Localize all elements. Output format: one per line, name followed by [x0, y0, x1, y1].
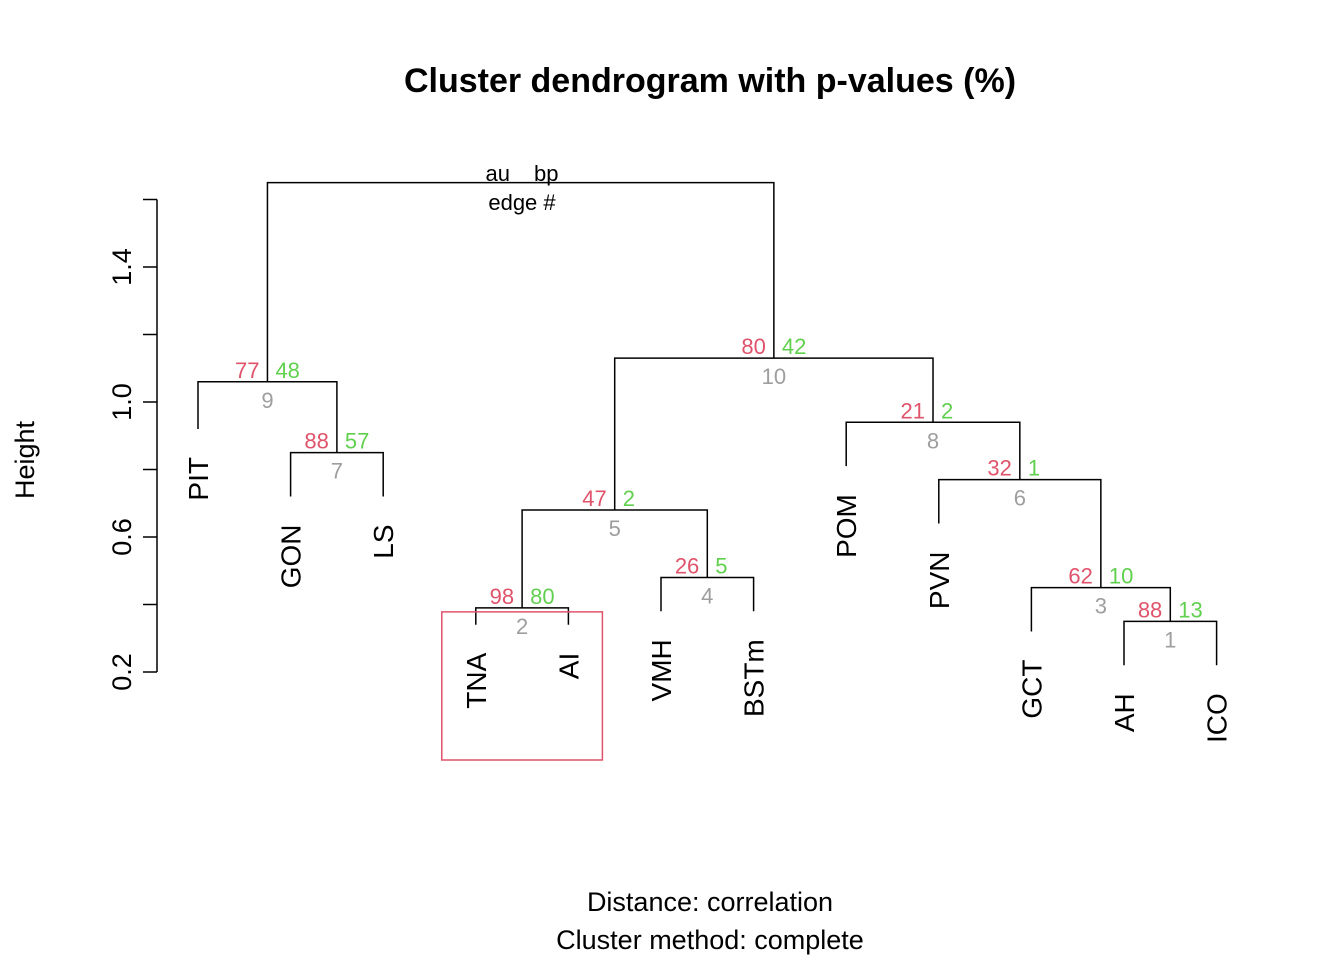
- leaf-label: LS: [368, 525, 399, 559]
- au-value: 88: [304, 429, 328, 454]
- bp-value: 2: [623, 486, 635, 511]
- au-value: 47: [582, 486, 606, 511]
- leaf-label: AI: [553, 653, 584, 679]
- au-value: 77: [235, 358, 259, 383]
- leaf-label: BSTm: [739, 639, 770, 717]
- y-tick-label: 1.4: [107, 248, 137, 286]
- au-value: 32: [987, 456, 1011, 481]
- y-axis-label: Height: [10, 420, 40, 499]
- edge-number: 1: [1164, 627, 1176, 652]
- bp-value: 1: [1028, 456, 1040, 481]
- edge-number: 4: [701, 584, 713, 609]
- y-tick-label: 1.0: [107, 383, 137, 421]
- au-value: 62: [1068, 564, 1092, 589]
- chart-title: Cluster dendrogram with p-values (%): [404, 62, 1016, 100]
- au-value: 98: [490, 584, 514, 609]
- edge-number: 10: [762, 364, 786, 389]
- bp-value: 48: [275, 358, 299, 383]
- leaf-label: VMH: [646, 639, 677, 701]
- edge-number: 3: [1095, 594, 1107, 619]
- edge-number: 9: [261, 388, 273, 413]
- leaf-label: GON: [276, 525, 307, 589]
- highlight-rect: [441, 611, 604, 761]
- bp-value: 57: [345, 429, 369, 454]
- dendrogram-tree: [197, 181, 1218, 761]
- leaf-label: PIT: [183, 457, 214, 501]
- legend-bp: bp: [534, 161, 558, 186]
- method-label: Cluster method: complete: [556, 925, 864, 955]
- leaf-label: POM: [831, 494, 862, 558]
- au-value: 80: [741, 334, 765, 359]
- edge-number: 7: [331, 459, 343, 484]
- bp-value: 42: [782, 334, 806, 359]
- y-tick-label: 0.6: [107, 518, 137, 556]
- bp-value: 5: [715, 554, 727, 579]
- edge-number: 5: [609, 516, 621, 541]
- legend-edge: edge #: [488, 190, 556, 215]
- x-axis-label: Distance: correlation: [587, 887, 833, 917]
- au-value: 21: [901, 398, 925, 423]
- leaf-label: PVN: [924, 552, 955, 610]
- au-value: 26: [675, 554, 699, 579]
- edge-number: 2: [516, 614, 528, 639]
- y-axis: 0.2 0.6 1.0 1.4: [107, 198, 158, 691]
- leaf-label: GCT: [1016, 660, 1047, 719]
- bp-value: 10: [1109, 564, 1133, 589]
- leaf-label: AH: [1109, 693, 1140, 732]
- y-tick-label: 0.2: [107, 653, 137, 691]
- leaf-label: TNA: [461, 652, 492, 708]
- edge-number: 8: [927, 428, 939, 453]
- leaf-labels: PIT GON LS TNA AI VMH BSTm POM PVN GCT AH ICO: [183, 457, 1233, 743]
- cluster-branch: [266, 181, 775, 382]
- pvalue-legend: au bp edge #: [486, 161, 559, 215]
- legend-au: au: [486, 161, 510, 186]
- au-value: 88: [1138, 597, 1162, 622]
- edge-number: 6: [1014, 486, 1026, 511]
- leaf-label: ICO: [1202, 693, 1233, 743]
- bp-value: 2: [941, 398, 953, 423]
- bp-value: 80: [530, 584, 554, 609]
- bp-value: 13: [1178, 597, 1202, 622]
